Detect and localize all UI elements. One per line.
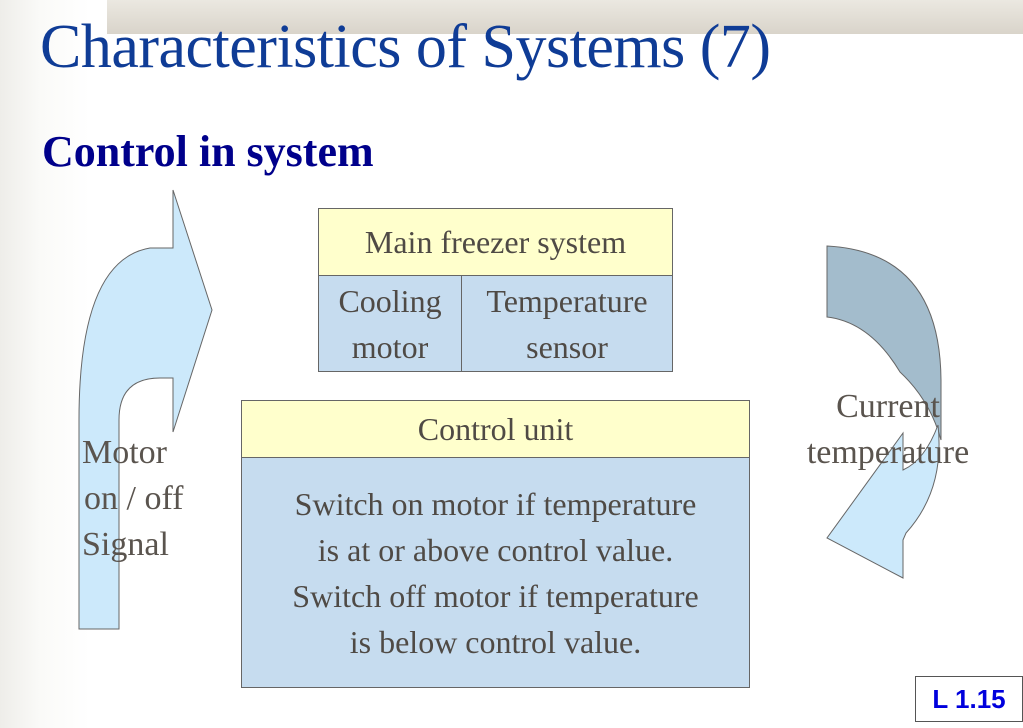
slide-subtitle: Control in system bbox=[42, 127, 374, 176]
label-line: temperature bbox=[806, 434, 970, 471]
current-temperature-label: Current temperature bbox=[797, 384, 979, 476]
control-unit-body: Switch on motor if temperature is at or … bbox=[241, 457, 750, 688]
temperature-arrow-top bbox=[826, 245, 942, 441]
temperature-arrow-bottom bbox=[826, 424, 940, 579]
temperature-sensor-cell: Temperature sensor bbox=[461, 275, 673, 372]
label-line: on / off bbox=[84, 480, 184, 517]
control-line: Switch on motor if temperature bbox=[294, 486, 697, 522]
motor-signal-label: Motor on / off Signal bbox=[82, 430, 183, 568]
label-line: Motor bbox=[82, 434, 167, 471]
control-line: Switch off motor if temperature bbox=[292, 578, 699, 614]
cooling-motor-cell: Cooling motor bbox=[318, 275, 462, 372]
control-unit-header: Control unit bbox=[241, 400, 750, 458]
control-line: is at or above control value. bbox=[317, 532, 674, 568]
slide-number: L 1.15 bbox=[915, 676, 1023, 722]
control-line: is below control value. bbox=[349, 624, 642, 660]
decorative-top-bar bbox=[107, 0, 1023, 34]
cooling-motor-label: Cooling motor bbox=[338, 283, 442, 365]
motor-signal-arrow bbox=[78, 189, 213, 630]
label-line: Signal bbox=[82, 526, 169, 563]
label-line: Current bbox=[836, 388, 940, 425]
slide-title: Characteristics of Systems (7) bbox=[40, 13, 771, 81]
temperature-sensor-label: Temperature sensor bbox=[486, 283, 648, 365]
freezer-header: Main freezer system bbox=[318, 208, 673, 276]
